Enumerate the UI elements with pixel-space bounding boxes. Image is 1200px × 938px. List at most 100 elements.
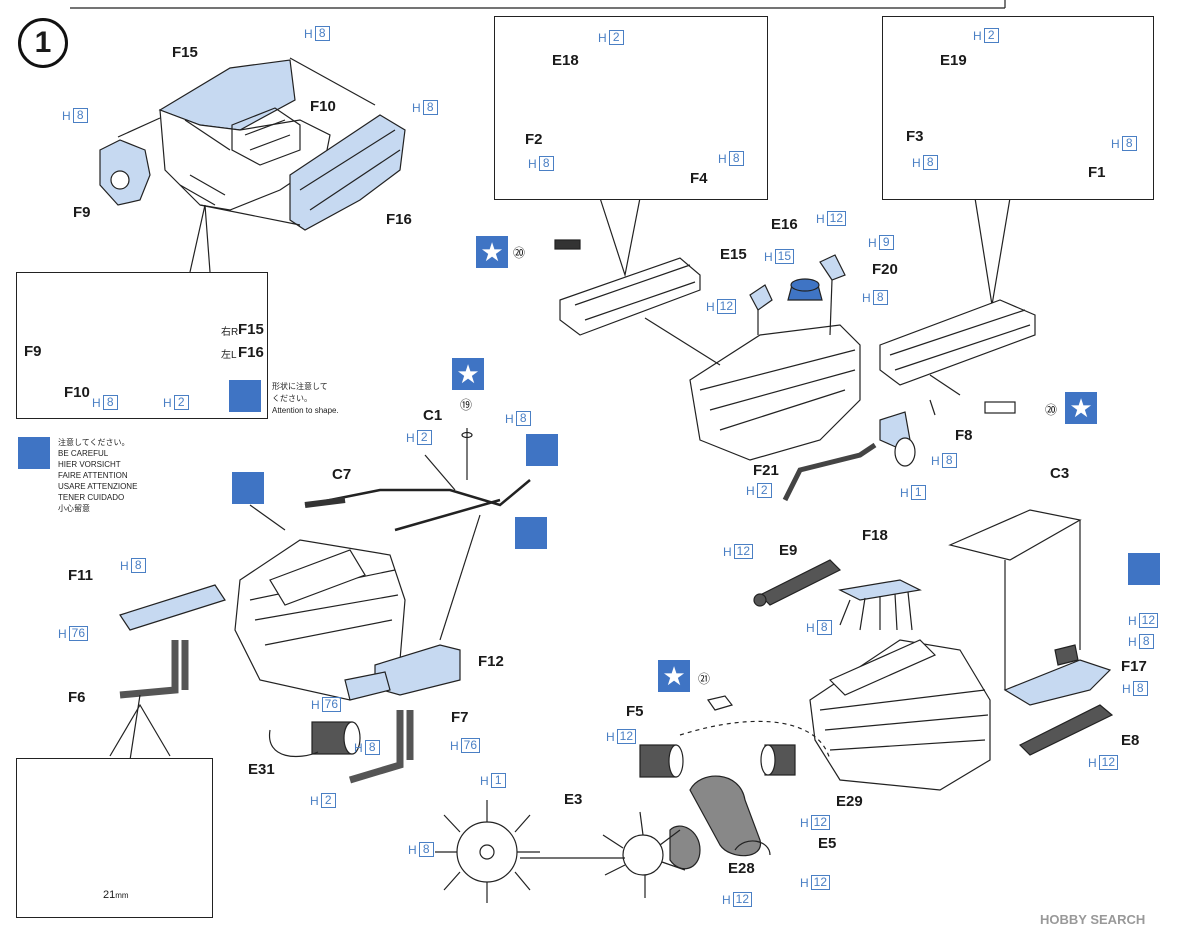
decal-number-20b: ⑳ bbox=[1045, 403, 1058, 417]
part-label-E9: E9 bbox=[779, 542, 798, 559]
watermark-brand: HOBBY bbox=[1040, 912, 1087, 927]
glue-icon-1 bbox=[526, 434, 558, 466]
inset-label-F15: F15 bbox=[238, 321, 264, 338]
part-label-F6: F6 bbox=[68, 689, 86, 706]
watermark-suffix: SEARCH bbox=[1090, 912, 1146, 927]
part-label-E28: E28 bbox=[728, 860, 755, 877]
dimension-unit: mm bbox=[115, 891, 129, 900]
note-shape-jp2: ください。 bbox=[272, 394, 312, 403]
decal-number-20a: ⑳ bbox=[513, 246, 526, 260]
careful-line-3: HIER VORSICHT bbox=[58, 460, 121, 469]
dimension-value: 21 bbox=[103, 889, 116, 901]
part-label-F15: F15 bbox=[172, 44, 198, 61]
part-label-F11: F11 bbox=[68, 567, 94, 584]
part-label-F21: F21 bbox=[753, 462, 779, 479]
inset-label-right: 右R bbox=[221, 327, 239, 338]
careful-line-7: 小心留意 bbox=[58, 504, 90, 513]
glue-icon-4 bbox=[1128, 553, 1160, 585]
part-label-F7: F7 bbox=[451, 709, 469, 726]
part-label-F16: F16 bbox=[386, 211, 412, 228]
caution-icon-shape bbox=[229, 380, 261, 412]
part-label-E18: E18 bbox=[552, 52, 579, 69]
inset-label-F9: F9 bbox=[24, 343, 42, 360]
part-label-E8: E8 bbox=[1121, 732, 1140, 749]
inset-box-cover-left bbox=[494, 16, 768, 200]
part-label-F1: F1 bbox=[1088, 164, 1106, 181]
part-label-F2: F2 bbox=[525, 131, 543, 148]
step-number: 1 bbox=[34, 26, 52, 59]
part-label-F8: F8 bbox=[955, 427, 973, 444]
part-label-C3: C3 bbox=[1050, 465, 1070, 482]
step-number-badge: 1 bbox=[18, 18, 68, 68]
part-label-E5: E5 bbox=[818, 835, 837, 852]
part-label-F17: F17 bbox=[1121, 658, 1147, 675]
caution-icon-careful bbox=[18, 437, 50, 469]
part-label-E29: E29 bbox=[836, 793, 863, 810]
part-label-F10: F10 bbox=[310, 98, 336, 115]
careful-line-2: BE CAREFUL bbox=[58, 449, 109, 458]
part-label-F3: F3 bbox=[906, 128, 924, 145]
inset-label-F10: F10 bbox=[64, 384, 90, 401]
inset-box-cover-right bbox=[882, 16, 1154, 200]
part-label-F5: F5 bbox=[626, 703, 644, 720]
glue-icon-3 bbox=[515, 517, 547, 549]
inset-box-hose-dimension bbox=[16, 758, 213, 918]
note-shape-jp: 形状に注意して bbox=[272, 382, 328, 391]
note-shape-en: Attention to shape. bbox=[272, 406, 339, 415]
star-icon-decal-20b: ★ bbox=[1065, 392, 1097, 424]
part-label-F4: F4 bbox=[690, 170, 708, 187]
star-icon-decal-19: ★ bbox=[452, 358, 484, 390]
star-icon-decal-20a: ★ bbox=[476, 236, 508, 268]
part-label-E19: E19 bbox=[940, 52, 967, 69]
careful-line-4: FAIRE ATTENTION bbox=[58, 471, 128, 480]
glue-icon-2 bbox=[232, 472, 264, 504]
part-label-E15: E15 bbox=[720, 246, 747, 263]
careful-line-6: TENER CUIDADO bbox=[58, 493, 125, 502]
star-icon-decal-21: ★ bbox=[658, 660, 690, 692]
part-label-F20: F20 bbox=[872, 261, 898, 278]
decal-number-21: ㉑ bbox=[698, 672, 711, 686]
watermark: HOBBY SEARCH bbox=[1040, 912, 1145, 927]
part-label-C7: C7 bbox=[332, 466, 352, 483]
dimension-label: 21mm bbox=[103, 889, 129, 901]
part-label-E31: E31 bbox=[248, 761, 275, 778]
part-label-E3: E3 bbox=[564, 791, 583, 808]
part-label-F12: F12 bbox=[478, 653, 504, 670]
part-label-F18: F18 bbox=[862, 527, 888, 544]
